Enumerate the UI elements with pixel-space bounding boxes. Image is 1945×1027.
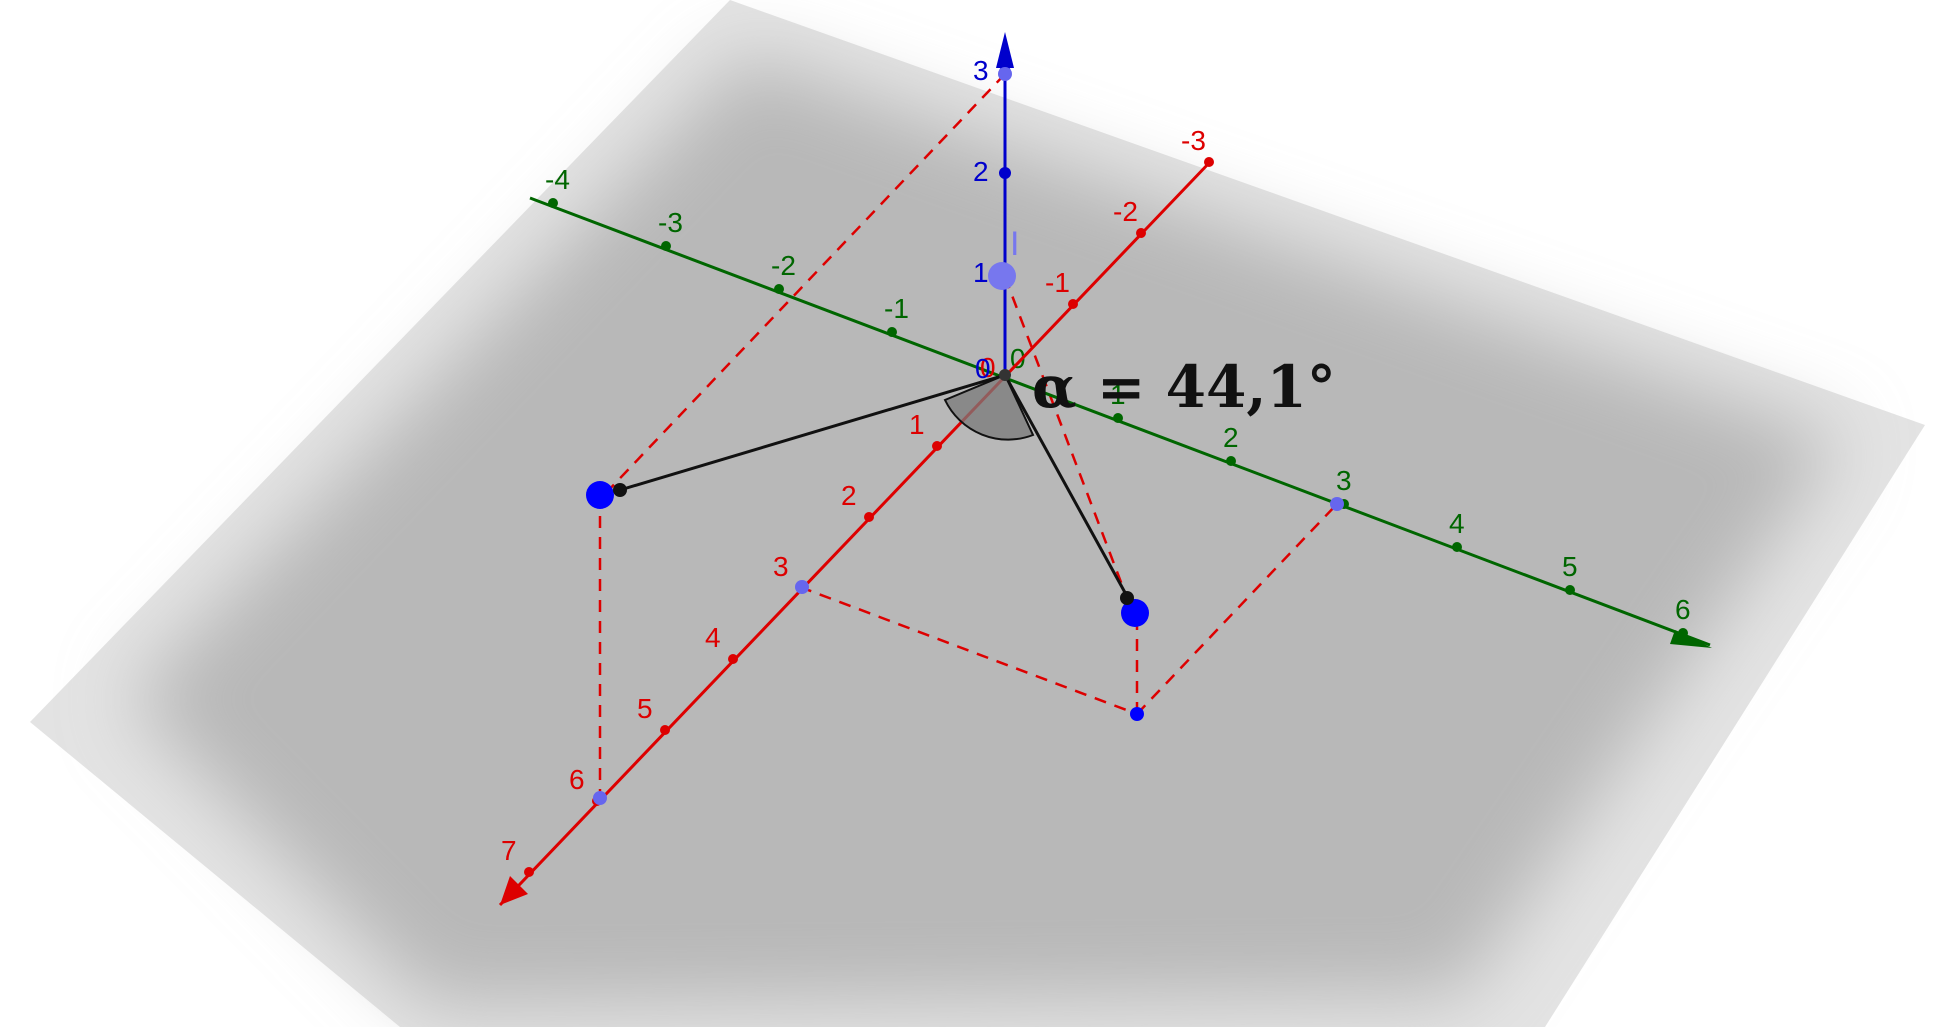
x-axis-tick-label: 1 [909,409,925,440]
z-axis-tick-label: 1 [973,257,989,288]
y-axis-tick [887,327,897,337]
point-x3[interactable] [795,580,809,594]
point-z3[interactable] [998,67,1012,81]
angle-segments [619,373,1130,599]
point-i-label: I [1010,225,1019,263]
y-axis-tick [1678,628,1688,638]
y-axis-tick-label: 3 [1336,465,1352,496]
x-axis-tick-label: -1 [1045,267,1070,298]
y-axis-tick-label: -1 [884,293,909,324]
x-axis-tick [524,867,534,877]
x-axis-tick-label: -3 [1181,125,1206,156]
dashed-line [1003,276,1129,599]
y-axis-tick [774,284,784,294]
y-axis-tick-label: -2 [771,250,796,281]
point-xy-foot[interactable] [1130,707,1144,721]
angle-sector[interactable] [943,373,1035,441]
x-axis-tick-label: 5 [637,693,653,724]
y-axis-tick [1565,585,1575,595]
y-axis-tick-label: -4 [545,164,570,195]
z-axis-tick-label: 2 [973,156,989,187]
point-left[interactable] [586,481,614,509]
x-axis-tick-label: 6 [569,764,585,795]
y-axis-tick-label: 1 [1110,379,1126,410]
y-axis-tick-label: 5 [1562,551,1578,582]
y-axis-tick [1113,413,1123,423]
point-i[interactable] [988,262,1016,290]
x-axis-tick-label: 7 [501,835,517,866]
x-axis-tick [1136,228,1146,238]
point-right[interactable] [1121,599,1149,627]
y-axis-tick [548,198,558,208]
x-axis-tick-label: -2 [1113,196,1138,227]
angle-label[interactable]: α = 44,1° [1032,353,1336,421]
dashed-line [604,73,1006,495]
x-axis-tick [1068,299,1078,309]
dashed-line [1136,503,1338,715]
point-right-projection[interactable] [1120,591,1134,605]
z-axis-tick [999,167,1011,179]
y-axis-tick-label: 2 [1223,422,1239,453]
x-axis-tick [660,725,670,735]
point-y3[interactable] [1330,497,1344,511]
x-axis-tick-label: 4 [705,622,721,653]
point-left-projection[interactable] [613,483,627,497]
y-axis-tick-label: -3 [658,207,683,238]
z-axis-tick-label: 0 [975,353,991,384]
y-axis-tick [1226,456,1236,466]
point-x6[interactable] [593,791,607,805]
construction-lines [598,73,1338,798]
z-axis-tick-label: 3 [973,55,989,86]
segment-right[interactable] [1003,374,1130,599]
origin-point[interactable] [999,369,1011,381]
y-axis-tick [1452,542,1462,552]
y-axis-tick-label: 6 [1675,594,1691,625]
y-axis-tick-label: 4 [1449,508,1465,539]
x-axis-tick [728,654,738,664]
dashed-line [799,585,1138,716]
x-axis-tick [932,441,942,451]
x-axis-tick-label: 3 [773,551,789,582]
x-axis-tick [1204,157,1214,167]
y-axis-tick [661,241,671,251]
segment-left[interactable] [619,373,1006,492]
x-axis-tick [864,512,874,522]
points [586,67,1344,805]
x-axis-tick-label: 2 [841,480,857,511]
xy-plane[interactable] [30,0,1925,1027]
x-axis-tick-label: 0 [980,352,996,383]
